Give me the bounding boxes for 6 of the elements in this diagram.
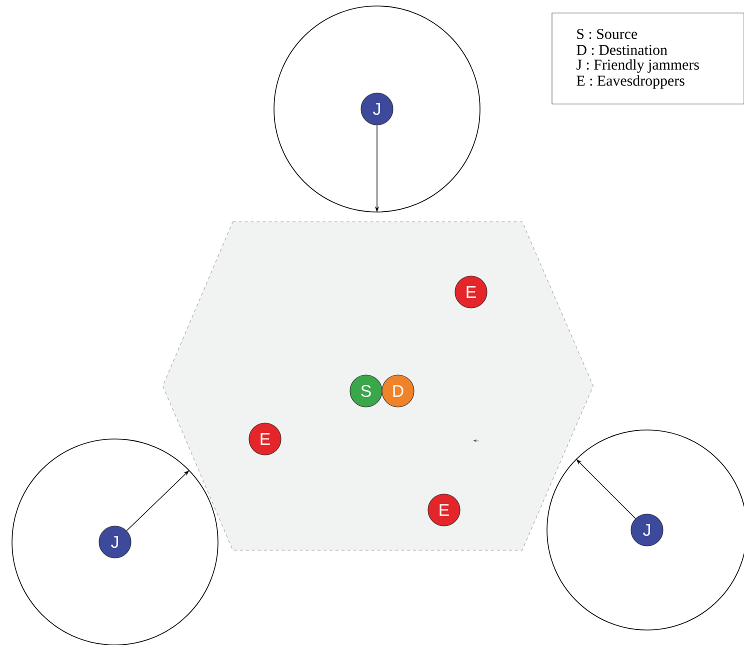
legend-entry: D : Destination — [576, 44, 668, 56]
legend-entry: J : Friendly jammers — [576, 59, 699, 73]
legend-entry: E : Eavesdroppers — [576, 75, 684, 89]
legend-entry: S : Source — [577, 28, 638, 40]
arrow — [576, 459, 636, 519]
coverage-circle — [274, 6, 480, 212]
